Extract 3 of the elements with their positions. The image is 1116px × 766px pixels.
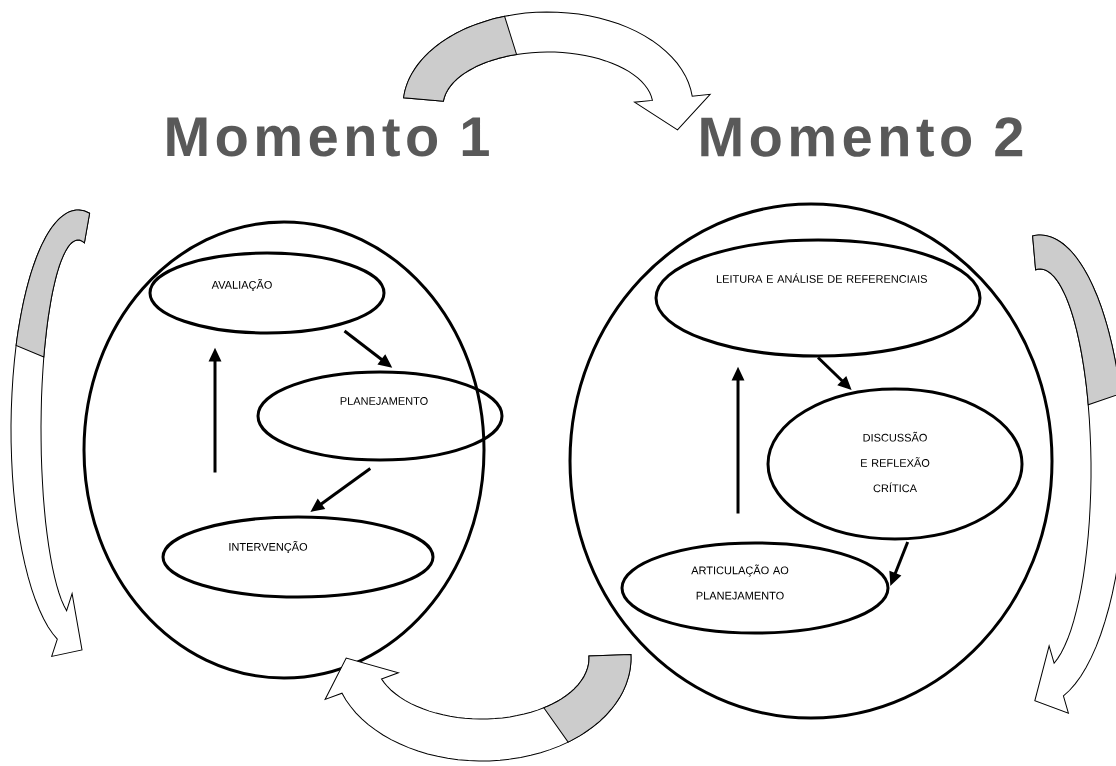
curved-arrow xyxy=(324,653,632,762)
node-label: Momento 2 xyxy=(701,117,1023,157)
node-label: Momento 1 xyxy=(167,117,489,157)
